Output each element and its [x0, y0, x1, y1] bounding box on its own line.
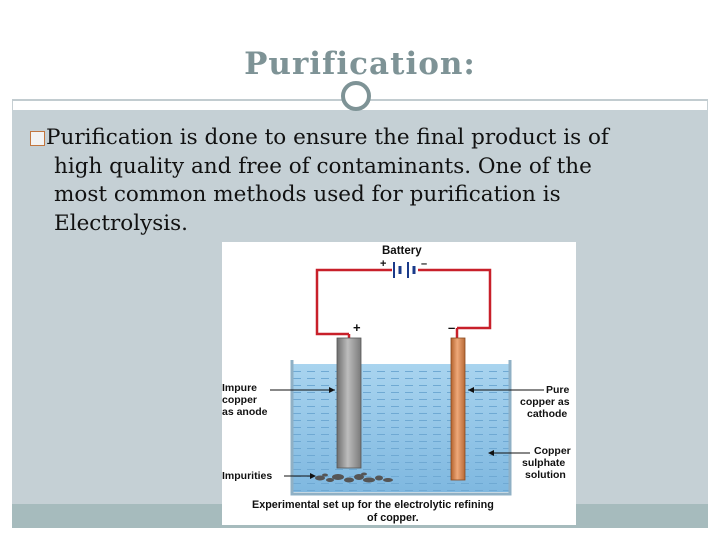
wire-anode	[315, 268, 392, 336]
paragraph-line: Electrolysis.	[54, 210, 188, 236]
paragraph-line: most common methods used for purificatio…	[54, 182, 561, 207]
electrolyte-texture	[292, 368, 510, 492]
electrolysis-diagram: Battery + – + – Impure	[222, 242, 576, 525]
solution-label: sulphate	[522, 457, 565, 469]
checkbox-bullet-icon	[30, 131, 45, 146]
figure-caption: of copper.	[367, 512, 419, 524]
slide-title: Purification:	[244, 46, 476, 82]
figure-caption: Experimental set up for the electrolytic…	[252, 499, 494, 511]
impurities-label: Impurities	[222, 470, 272, 482]
cathode-sign: –	[448, 320, 455, 335]
anode-label: copper	[222, 394, 257, 406]
electrolysis-svg: Battery + – + – Impure	[222, 245, 571, 524]
paragraph-line: Purification is done to ensure the final…	[46, 125, 609, 150]
battery-label: Battery	[382, 245, 422, 257]
wire-cathode	[418, 268, 492, 330]
battery-minus: –	[421, 258, 427, 270]
anode-label: as anode	[222, 406, 268, 418]
impurities-sludge	[315, 472, 393, 483]
bullet-paragraph: Purification is done to ensure the final…	[46, 124, 694, 238]
battery-icon	[393, 262, 416, 278]
solution-label: Copper	[534, 445, 571, 457]
circle-ornament-icon	[341, 81, 371, 111]
battery-plus: +	[380, 258, 386, 270]
cathode-label: copper as	[520, 396, 570, 408]
paragraph-line: high quality and free of contaminants. O…	[54, 153, 592, 179]
anode-sign: +	[353, 320, 361, 335]
beaker	[290, 360, 512, 496]
solution-label: solution	[525, 469, 566, 481]
cathode-label: Pure	[546, 384, 570, 396]
cathode-label: cathode	[527, 408, 567, 420]
anode-electrode	[336, 337, 362, 469]
cathode-electrode	[450, 337, 466, 481]
anode-label: Impure	[222, 382, 257, 394]
